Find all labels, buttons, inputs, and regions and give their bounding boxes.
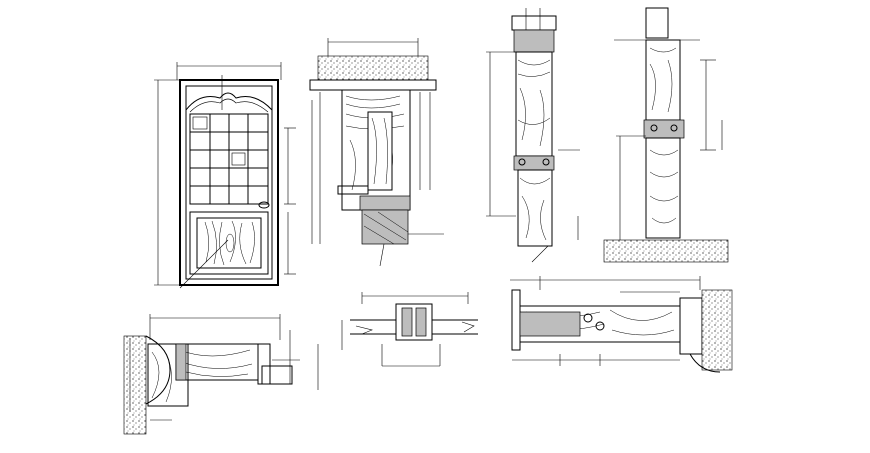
glazing-grid (189, 113, 269, 205)
stile-section-grain (649, 47, 677, 113)
jamb-plan (123, 314, 319, 435)
door-leaf-section (367, 111, 393, 191)
wall-plan-left (123, 335, 147, 435)
masonry-lintel (317, 55, 429, 81)
frame-plan (510, 276, 733, 373)
door-knob-icon (258, 201, 270, 209)
stop-plan (341, 292, 478, 367)
door-elevation (154, 62, 296, 289)
mid-rail-section (486, 8, 580, 263)
arched-head-inner (189, 98, 269, 113)
arched-head (185, 92, 273, 111)
head-section (309, 38, 444, 267)
door-inner-frame (185, 85, 273, 280)
floor-slab (603, 239, 729, 263)
stile-wood-grain (517, 59, 551, 147)
lower-panel-inner (196, 217, 262, 269)
lower-panel (189, 211, 269, 275)
wood-grain-panel (204, 220, 255, 266)
stile-section (603, 7, 729, 263)
wall-plan-right (701, 289, 733, 371)
door-dimensions (154, 62, 296, 289)
door-outer-frame (179, 79, 279, 286)
